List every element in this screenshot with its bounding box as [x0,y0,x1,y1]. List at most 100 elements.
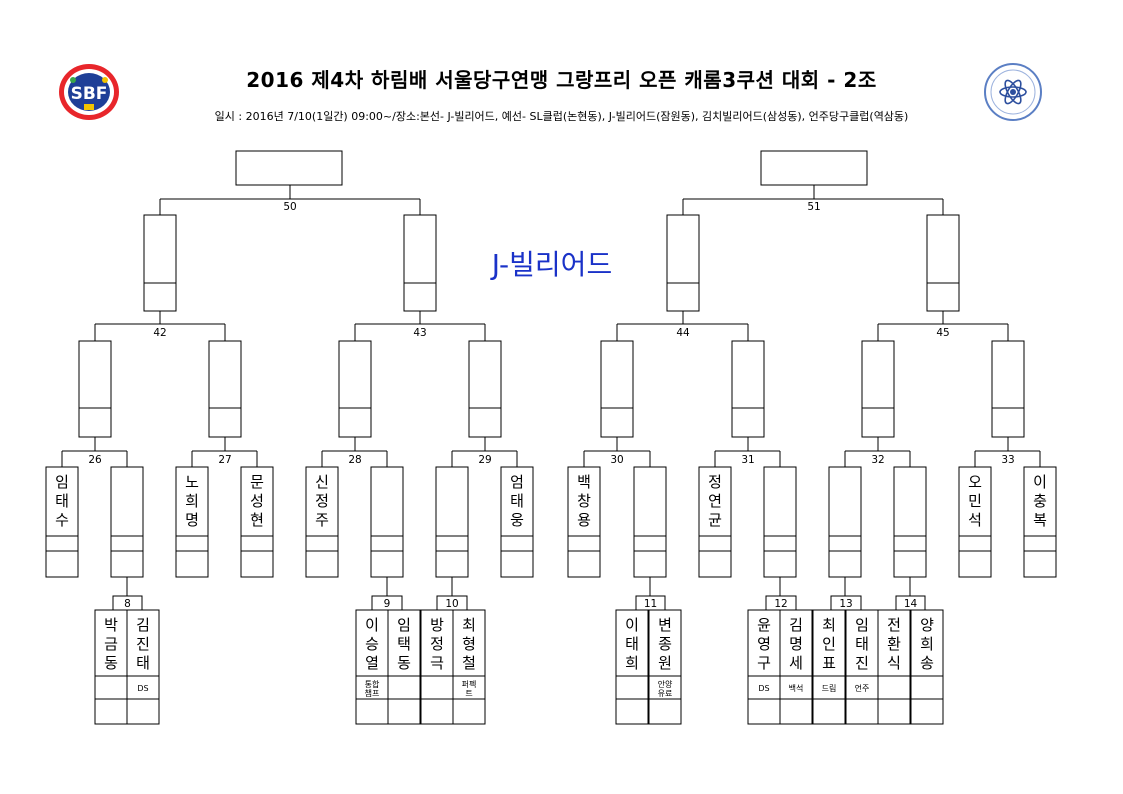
player-box [370,466,404,578]
player-name: 임 [55,473,69,491]
event-info: 일시 : 2016년 7/10(1일간) 09:00~/장소:본선- J-빌리어… [214,110,909,123]
player-name: 정 [708,473,722,491]
quarterfinal-box [600,340,634,438]
prelim-player-box [126,609,160,725]
prelim-player-name: 진 [855,654,869,672]
prelim-player-name: 형 [462,635,476,653]
player-box [45,466,79,578]
prelim-player-club: 퍼펙 [462,679,477,689]
quarterfinal-box [861,340,895,438]
prelim-player-name: 윤 [757,616,771,634]
r16-match-number: 32 [871,454,884,466]
prelim-player-name: 이 [365,616,379,634]
player-box [500,466,534,578]
player-name: 성 [250,492,264,510]
prelim-player-name: 정 [430,635,444,653]
player-name: 이 [1033,473,1047,491]
player-name: 복 [1033,511,1047,529]
semifinal-match-number: 43 [413,327,426,339]
prelim-player-name: 영 [757,635,771,653]
quarterfinal-box [468,340,502,438]
player-name: 문 [250,473,264,491]
prelim-player-club: 유료 [658,689,673,698]
prelim-player-name: 변 [658,616,672,634]
prelim-player-name: 인 [822,635,836,653]
semifinal-match-number: 44 [676,327,690,339]
player-name: 충 [1033,492,1047,510]
player-name: 태 [55,492,69,510]
player-name: 현 [250,511,264,529]
quarterfinal-box [731,340,765,438]
final-winner-box-right [760,150,868,186]
prelim-player-box [355,609,389,725]
prelim-player-name: 태 [855,635,869,653]
prelim-player-box [615,609,649,725]
r16-match-number: 29 [478,454,491,466]
prelim-player-name: 택 [397,635,411,653]
player-name: 용 [577,511,591,529]
prelim-player-box [747,609,781,725]
prelim-match-number: 12 [774,598,787,610]
prelim-match-number: 13 [839,598,852,610]
prelim-player-name: 세 [789,654,803,672]
prelim-player-name: 임 [855,616,869,634]
player-name: 신 [315,473,329,491]
prelim-player-name: 전 [887,616,901,634]
prelim-player-name: 원 [658,654,672,672]
prelim-player-name: 박 [104,616,118,634]
prelim-player-club: DS [758,684,769,693]
r16-match-number: 28 [348,454,361,466]
prelim-player-name: 희 [920,635,934,653]
semifinal-box [666,214,700,312]
player-name: 웅 [510,511,524,529]
sbf-logo-icon: SBF [59,64,119,120]
player-box [828,466,862,578]
prelim-player-name: 최 [462,616,476,634]
semifinal-box [143,214,177,312]
player-box [1023,466,1057,578]
quarterfinal-box [208,340,242,438]
player-name: 석 [968,511,982,529]
prelim-player-name: 동 [104,654,118,672]
prelim-player-name: 김 [789,616,803,634]
prelim-player-club: 드림 [822,683,837,693]
prelim-player-name: 구 [757,654,771,672]
semifinal-match-number: 42 [153,327,166,339]
prelim-player-club: 챔프 [365,688,380,698]
player-name: 엄 [510,473,524,491]
prelim-player-name: 종 [658,635,672,653]
quarterfinal-box [991,340,1025,438]
player-name: 민 [968,492,982,510]
player-box [763,466,797,578]
player-box [175,466,209,578]
player-name: 창 [577,492,591,510]
player-box [240,466,274,578]
player-name: 오 [968,473,982,491]
prelim-player-box [452,609,486,725]
player-box [435,466,469,578]
player-name: 균 [708,511,722,529]
prelim-player-name: 동 [397,654,411,672]
player-name: 태 [510,492,524,510]
sports-council-logo-icon [984,63,1042,121]
prelim-player-name: 철 [462,654,476,672]
player-box [633,466,667,578]
prelim-player-club: 언주 [855,683,870,693]
prelim-player-name: 표 [822,654,836,672]
prelim-match-number: 8 [124,598,131,610]
semifinal-match-number: 45 [936,327,949,339]
prelim-player-box [779,609,813,725]
prelim-match-number: 9 [384,598,391,610]
prelim-player-name: 태 [136,654,150,672]
quarterfinal-box [338,340,372,438]
prelim-player-name: 승 [365,635,379,653]
prelim-player-name: 임 [397,616,411,634]
final-winner-box-left [235,150,343,186]
prelim-player-club: 트 [465,689,472,698]
prelim-player-box [648,609,682,725]
player-name: 정 [315,492,329,510]
prelim-player-name: 환 [887,635,901,653]
prelim-player-name: 진 [136,635,150,653]
prelim-player-club: 통합 [365,680,380,689]
